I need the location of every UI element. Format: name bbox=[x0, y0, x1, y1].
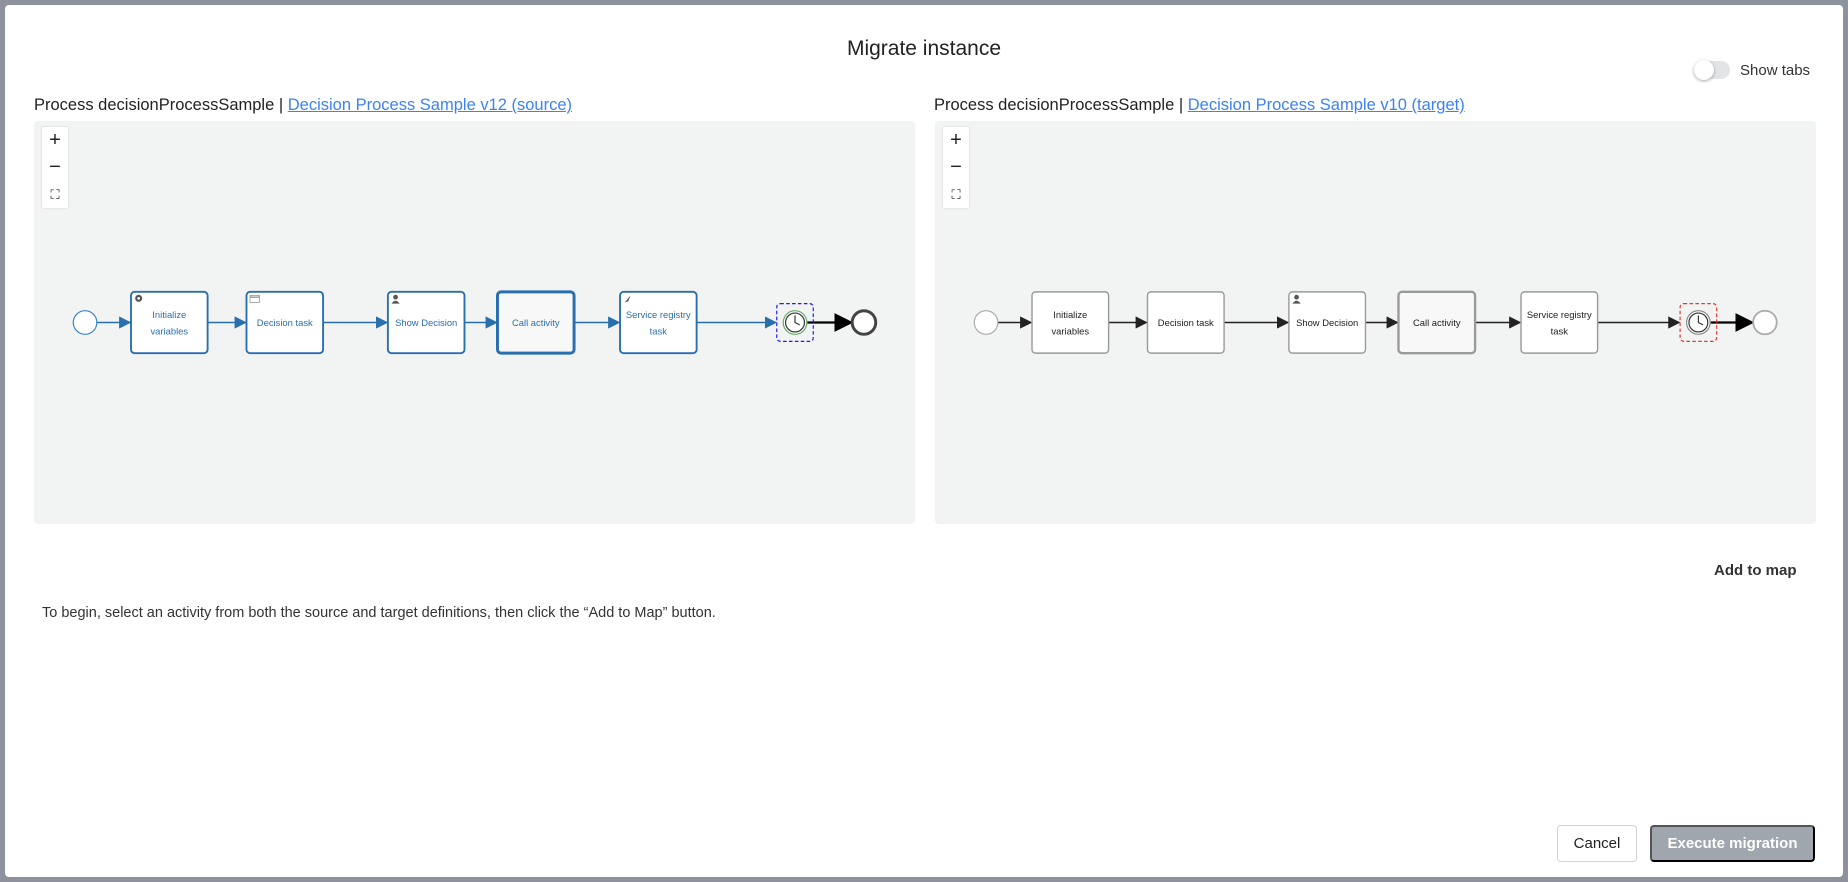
task-service-registry[interactable]: Service registry task bbox=[1520, 291, 1599, 354]
show-tabs-label: Show tabs bbox=[1740, 61, 1811, 79]
task-label: variables bbox=[1051, 325, 1089, 336]
task-service-registry[interactable]: Service registry task bbox=[619, 290, 698, 355]
task-label: task bbox=[1551, 325, 1569, 336]
timer-selection bbox=[776, 303, 814, 342]
task-initialize[interactable]: Initialize variables bbox=[130, 290, 209, 355]
task-box bbox=[619, 290, 698, 355]
target-definition-link[interactable]: Decision Process Sample v10 (target) bbox=[1187, 96, 1465, 114]
task-label: task bbox=[650, 325, 668, 336]
task-box bbox=[1146, 291, 1225, 354]
target-header: Process decisionProcessSample | Decision… bbox=[934, 96, 1465, 115]
task-label: Call activity bbox=[512, 317, 560, 328]
task-box bbox=[1288, 291, 1367, 354]
target-diagram[interactable]: + − ⛶ Initialize variables Decision task Show … bbox=[935, 121, 1816, 524]
task-decision-task[interactable]: Decision task bbox=[245, 290, 325, 355]
task-show-decision[interactable]: Show Decision bbox=[1288, 291, 1367, 354]
show-tabs-toggle[interactable] bbox=[1694, 60, 1730, 80]
task-box bbox=[130, 290, 209, 355]
user-icon bbox=[393, 294, 398, 300]
task-decision-task[interactable]: Decision task bbox=[1146, 291, 1225, 354]
migrate-instance-dialog: Migrate instance Show tabs Process decis… bbox=[5, 5, 1843, 877]
task-box bbox=[1031, 291, 1110, 354]
task-call-activity[interactable]: Call activity bbox=[1397, 290, 1477, 355]
task-box bbox=[496, 290, 576, 355]
rocket-icon bbox=[624, 295, 631, 303]
zoom-controls: + − ⛶ bbox=[943, 127, 969, 208]
zoom-controls: + − ⛶ bbox=[42, 127, 68, 208]
show-tabs-toggle-wrap: Show tabs bbox=[1694, 60, 1811, 80]
add-to-map-button[interactable]: Add to map bbox=[1714, 562, 1797, 579]
task-label: Service registry bbox=[1527, 309, 1592, 320]
source-definition-link[interactable]: Decision Process Sample v12 (source) bbox=[287, 96, 573, 114]
task-label: Show Decision bbox=[395, 317, 457, 328]
timer-selection bbox=[1679, 303, 1718, 342]
task-label: Call activity bbox=[1413, 317, 1461, 328]
zoom-in-button[interactable]: + bbox=[950, 129, 962, 151]
target-process-name: Process decisionProcessSample | bbox=[934, 96, 1184, 114]
end-event bbox=[850, 309, 878, 336]
zoom-out-button[interactable]: − bbox=[49, 156, 61, 178]
user-icon-body bbox=[1292, 300, 1301, 304]
task-show-decision[interactable]: Show Decision bbox=[386, 290, 466, 355]
clock-hands bbox=[1697, 315, 1704, 326]
task-label: Initialize bbox=[152, 309, 186, 320]
end-event bbox=[1752, 309, 1778, 336]
fit-view-button[interactable]: ⛶ bbox=[50, 186, 60, 202]
dialog-title: Migrate instance bbox=[846, 37, 1002, 60]
start-event bbox=[973, 310, 999, 335]
task-label: Service registry bbox=[626, 309, 691, 320]
bpmn-canvas: Initialize variables Decision task Show Dec… bbox=[72, 290, 878, 355]
user-icon-body bbox=[391, 300, 400, 304]
execute-migration-button[interactable]: Execute migration bbox=[1650, 825, 1815, 862]
start-event bbox=[72, 310, 98, 335]
task-box bbox=[1397, 290, 1477, 355]
task-initialize[interactable]: Initialize variables bbox=[1031, 291, 1110, 354]
task-label: Initialize bbox=[1053, 309, 1087, 320]
cancel-button[interactable]: Cancel bbox=[1557, 825, 1637, 862]
gear-icon-hole bbox=[137, 297, 140, 300]
task-box bbox=[1520, 291, 1599, 354]
fit-view-button[interactable]: ⛶ bbox=[951, 186, 961, 202]
task-label: Decision task bbox=[1158, 317, 1214, 328]
clock-hands bbox=[794, 315, 800, 326]
instructions-text: To begin, select an activity from both t… bbox=[42, 605, 716, 621]
task-label: Decision task bbox=[257, 317, 313, 328]
zoom-out-button[interactable]: − bbox=[950, 156, 962, 178]
task-label: Show Decision bbox=[1296, 317, 1358, 328]
source-header: Process decisionProcessSample | Decision… bbox=[34, 96, 572, 115]
bpmn-canvas: Initialize variables Decision task Show Dec… bbox=[973, 290, 1778, 355]
source-process-name: Process decisionProcessSample | bbox=[34, 96, 284, 114]
task-label: variables bbox=[150, 325, 188, 336]
user-icon bbox=[1294, 294, 1299, 300]
task-box bbox=[245, 290, 325, 355]
zoom-in-button[interactable]: + bbox=[49, 129, 61, 151]
table-icon bbox=[249, 294, 260, 303]
source-diagram[interactable]: + − ⛶ Initialize variables Decision task Show … bbox=[34, 121, 915, 524]
task-call-activity[interactable]: Call activity bbox=[496, 290, 576, 355]
task-box bbox=[386, 290, 466, 355]
